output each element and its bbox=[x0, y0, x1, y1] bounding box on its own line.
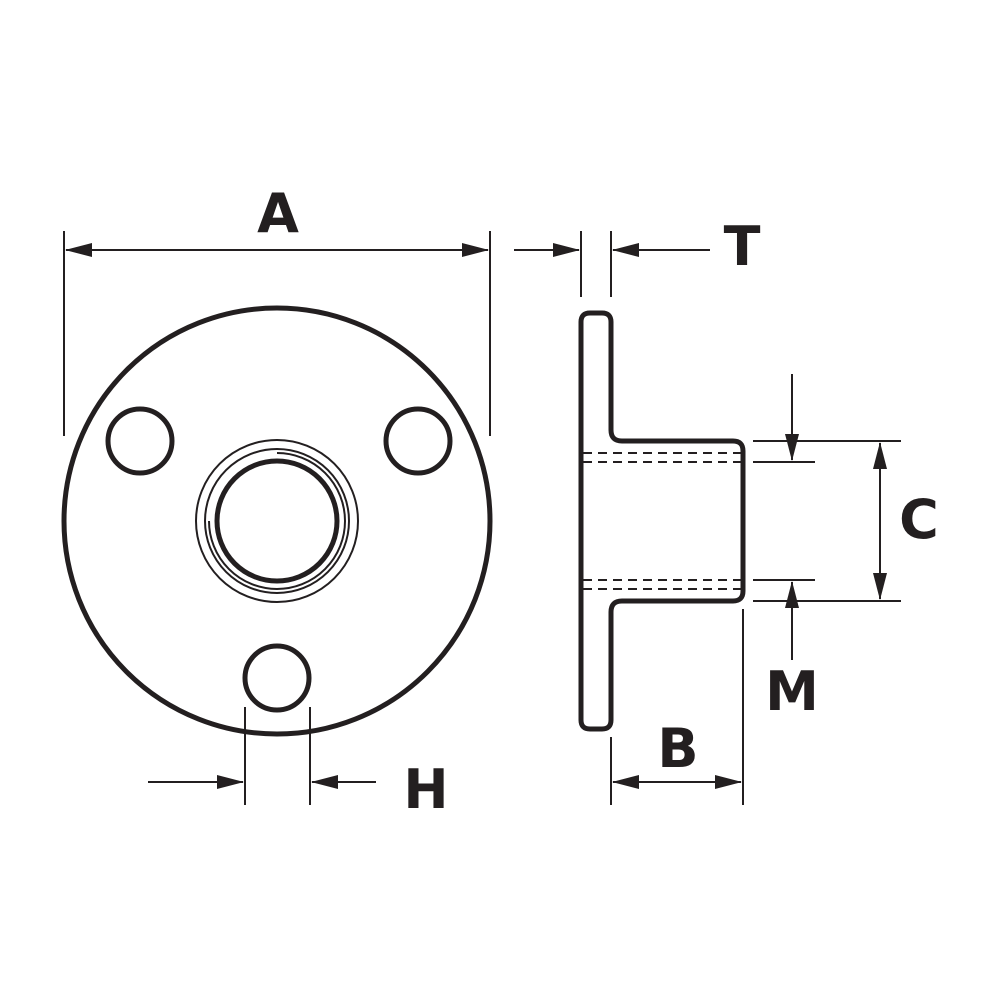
bore-outer-ring bbox=[195, 439, 359, 603]
dimension-h-arrow-left bbox=[217, 775, 244, 789]
dimension-c: C bbox=[753, 440, 939, 602]
dimension-c-label: C bbox=[899, 488, 939, 551]
side-view bbox=[578, 310, 746, 732]
dimension-c-arrow-bottom bbox=[873, 573, 887, 600]
dimension-c-arrow-top bbox=[873, 442, 887, 469]
bore-thread-arc bbox=[208, 452, 346, 590]
dimension-a-arrow-right bbox=[462, 243, 489, 257]
dimension-t-arrow-right bbox=[612, 243, 639, 257]
dimension-h-arrow-right bbox=[311, 775, 338, 789]
mounting-hole-right bbox=[383, 406, 453, 476]
mounting-hole-left bbox=[105, 406, 175, 476]
dimension-a-label: A bbox=[257, 182, 299, 245]
bore-inner-circle bbox=[214, 458, 340, 584]
dimension-a-arrow-left bbox=[65, 243, 92, 257]
dimension-m: M bbox=[753, 374, 819, 723]
dimension-b-label: B bbox=[657, 717, 698, 780]
side-view-outline bbox=[578, 310, 746, 732]
dimension-t-arrow-left bbox=[553, 243, 580, 257]
flange-outer-circle bbox=[61, 305, 493, 737]
dimension-b-arrow-left bbox=[612, 775, 639, 789]
dimension-m-arrow-top bbox=[785, 434, 799, 461]
dimension-a: A bbox=[63, 182, 491, 436]
dimension-m-label: M bbox=[765, 660, 819, 723]
dimension-h-label: H bbox=[403, 758, 448, 821]
dimension-b: B bbox=[610, 609, 744, 805]
dimension-b-arrow-right bbox=[715, 775, 742, 789]
bore-thread-ring bbox=[204, 448, 350, 594]
dimension-m-arrow-bottom bbox=[785, 581, 799, 608]
dimension-t-label: T bbox=[724, 215, 761, 278]
dimension-h: H bbox=[148, 707, 449, 821]
front-view bbox=[61, 305, 493, 737]
dimension-t: T bbox=[514, 215, 761, 297]
mounting-hole-bottom bbox=[242, 643, 312, 713]
